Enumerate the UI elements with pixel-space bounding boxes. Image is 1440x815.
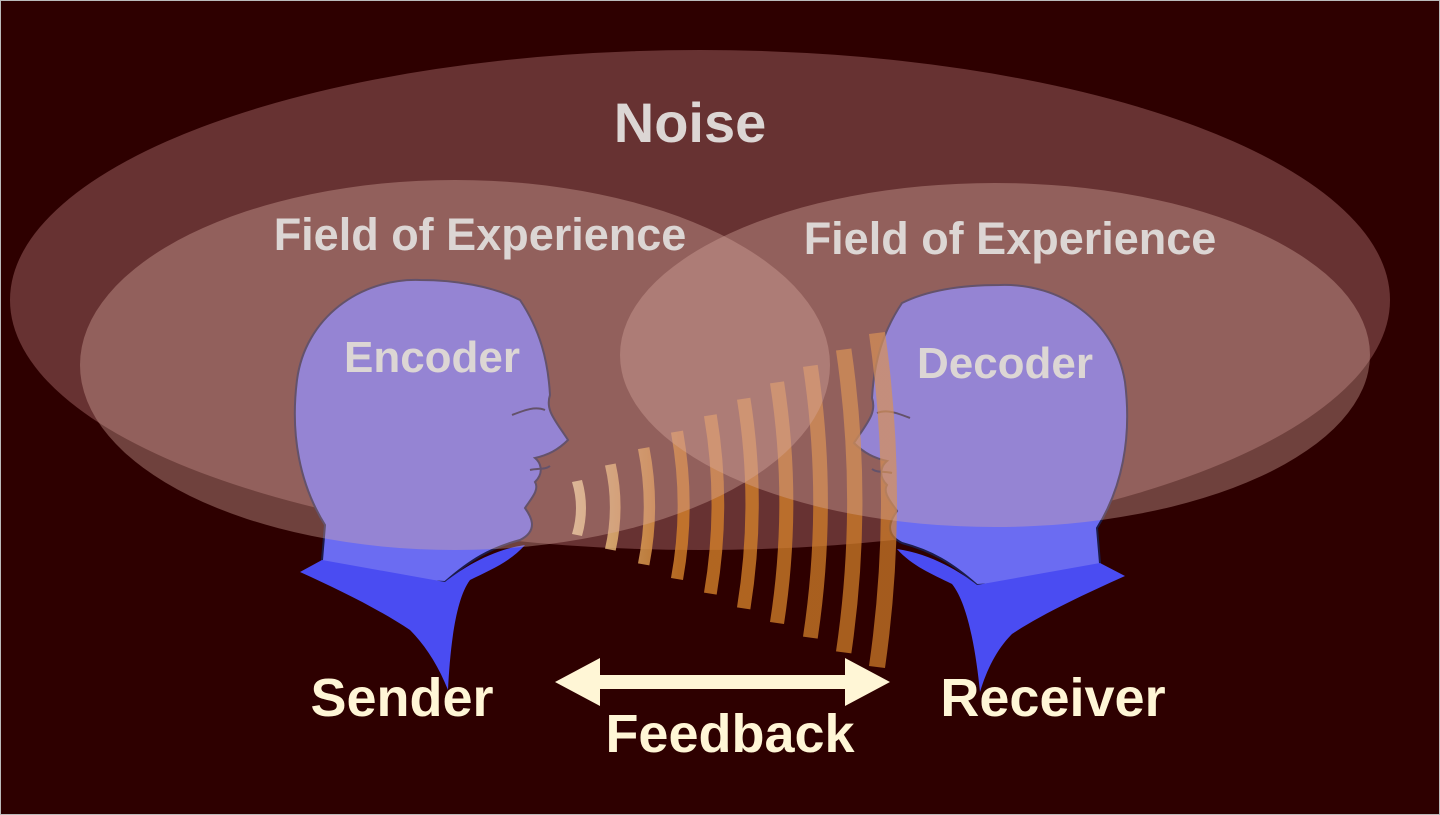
sound-wave-arc <box>803 364 828 639</box>
sound-wave-arc <box>671 430 690 580</box>
sound-wave-arc <box>869 332 897 668</box>
field-of-experience-right-ellipse <box>620 183 1370 527</box>
sound-wave-arc <box>737 397 759 610</box>
sender-head-icon <box>293 278 570 690</box>
sound-wave-arc <box>638 447 656 566</box>
sound-wave-arc <box>605 463 621 551</box>
sound-wave-arc <box>770 381 794 624</box>
feedback-label: Feedback <box>605 704 855 764</box>
field-of-experience-left-label: Field of Experience <box>274 209 687 260</box>
sound-wave-arc <box>572 480 586 536</box>
field-of-experience-right-label: Field of Experience <box>804 213 1217 264</box>
encoder-label: Encoder <box>344 333 520 382</box>
sound-wave-arc <box>704 414 725 595</box>
field-of-experience-left-ellipse <box>80 180 830 550</box>
decoder-label: Decoder <box>917 339 1093 388</box>
feedback-double-arrow-icon <box>555 658 890 706</box>
sound-wave-icon <box>572 332 897 668</box>
sound-wave-arc <box>836 348 863 654</box>
receiver-label: Receiver <box>940 668 1165 728</box>
noise-label: Noise <box>614 91 767 154</box>
sender-label: Sender <box>310 668 493 728</box>
